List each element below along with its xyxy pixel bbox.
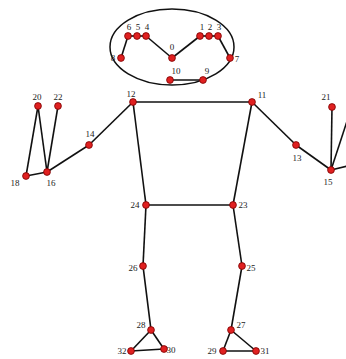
bone-line [231,330,256,351]
keypoint-number: 28 [137,321,146,330]
bone-line [89,102,133,145]
bone-line [47,145,89,172]
keypoint-dot [197,33,204,40]
keypoint-number: 3 [217,23,222,32]
keypoint-number: 13 [293,154,302,163]
keypoint-dot [253,348,260,355]
keypoint-number: 7 [235,55,240,64]
keypoint-dot [118,55,125,62]
keypoint-number: 29 [208,347,217,356]
keypoint-dot [134,33,141,40]
skeleton-lines [26,36,346,351]
keypoint-dot [167,77,174,84]
keypoint-number: 23 [239,201,248,210]
keypoint-dot [249,99,256,106]
bone-line [38,106,47,172]
bone-line [172,36,200,58]
keypoint-number: 9 [205,67,210,76]
keypoint-dot [239,263,246,270]
keypoint-number: 11 [258,91,267,100]
keypoint-dot [143,33,150,40]
keypoint-number: 20 [33,93,42,102]
keypoint-number: 18 [11,179,20,188]
keypoint-dot [200,77,207,84]
keypoint-dot [140,263,147,270]
bone-line [133,101,252,103]
keypoint-number: 14 [86,130,95,139]
bone-line [223,350,256,352]
keypoint-dot [86,142,93,149]
bone-line [143,205,146,266]
bone-line [26,106,38,176]
keypoint-dot [44,169,51,176]
keypoint-number: 25 [247,264,256,273]
keypoint-number: 24 [131,201,140,210]
bone-line [131,349,164,351]
keypoint-number: 1 [200,23,205,32]
bone-line [233,205,242,266]
keypoint-dot [206,33,213,40]
keypoint-dot [329,104,336,111]
keypoint-dot [161,346,168,353]
bone-line [331,106,346,170]
keypoint-number: 0 [170,43,175,52]
keypoint-number: 6 [127,23,132,32]
keypoint-number: 15 [324,178,333,187]
keypoint-dot [128,348,135,355]
keypoint-dot [220,348,227,355]
keypoint-dots [23,33,346,355]
head-outline [110,9,234,85]
keypoint-number: 32 [118,347,127,356]
bone-line [133,102,146,205]
keypoint-number: 5 [136,23,141,32]
keypoint-dot [148,327,155,334]
bone-line [146,36,172,58]
keypoint-dot [125,33,132,40]
keypoint-dot [130,99,137,106]
keypoint-number: 22 [54,93,63,102]
keypoint-number: 31 [261,347,270,356]
keypoint-dot [215,33,222,40]
bone-line [331,107,332,170]
keypoint-dot [228,327,235,334]
keypoint-dot [143,202,150,209]
bone-line [131,330,151,351]
keypoint-dot [35,103,42,110]
bone-line [170,79,203,81]
keypoint-number: 12 [127,90,136,99]
keypoint-number: 16 [47,179,56,188]
keypoint-dot [169,55,176,62]
keypoint-dot [23,173,30,180]
keypoint-dot [230,202,237,209]
keypoint-number: 30 [167,346,176,355]
keypoint-number: 2 [208,23,213,32]
keypoint-number: 26 [129,264,138,273]
bone-line [146,204,233,206]
keypoint-dot [293,142,300,149]
keypoint-number: 4 [145,23,150,32]
keypoint-number: 27 [237,321,246,330]
keypoint-number: 10 [172,67,181,76]
keypoint-dot [55,103,62,110]
keypoint-number: 21 [322,93,331,102]
keypoint-dot [328,167,335,174]
keypoint-number: 8 [111,54,116,63]
bone-line [47,106,58,172]
bone-line [233,102,252,205]
bone-line [252,102,296,145]
keypoint-dot [227,55,234,62]
